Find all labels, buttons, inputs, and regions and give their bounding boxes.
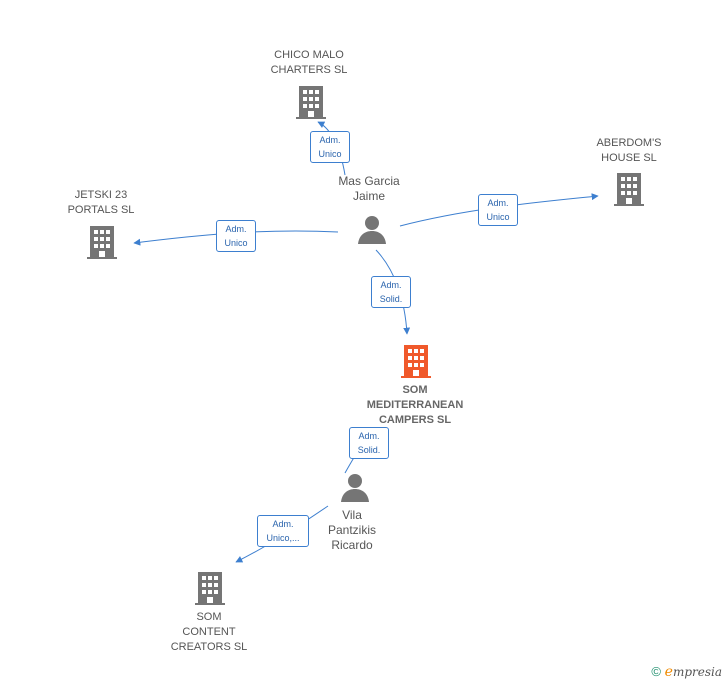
role-badge-line: Adm. — [487, 198, 509, 208]
role-badge-line: Solid. — [357, 445, 381, 455]
company-label-focus: SOM MEDITERRANEAN CAMPERS SL — [366, 384, 464, 426]
person-label: Vila Pantzikis Ricardo — [327, 508, 377, 552]
copyright-icon: © — [651, 664, 662, 679]
role-badge-line: Unico,... — [266, 533, 300, 543]
role-badge-line: Unico — [486, 212, 510, 222]
company-node-jetski[interactable]: JETSKI 23 PORTALS SL — [46, 188, 156, 218]
role-badge-som-med-bottom[interactable]: Adm. Solid. — [349, 427, 389, 459]
company-label: ABERDOM'S HOUSE SL — [596, 137, 662, 164]
company-label: CHICO MALO CHARTERS SL — [270, 49, 348, 76]
company-node-aberdoms[interactable]: ABERDOM'S HOUSE SL — [574, 136, 684, 166]
role-badge-line: Unico — [318, 149, 342, 159]
role-badge-line: Solid. — [379, 294, 403, 304]
company-label: SOM CONTENT CREATORS SL — [170, 611, 248, 653]
brand-logo-text: mpresia — [672, 665, 722, 679]
role-badge-line: Adm. — [358, 431, 380, 441]
company-node-chico-malo[interactable]: CHICO MALO CHARTERS SL — [254, 48, 364, 78]
building-icon — [87, 226, 117, 259]
person-node-vila[interactable]: Vila Pantzikis Ricardo — [300, 508, 404, 553]
role-badge-som-content[interactable]: Adm. Unico,... — [257, 515, 309, 547]
brand-logo-initial: e — [664, 664, 673, 680]
person-icon — [341, 474, 369, 502]
role-badge-chico[interactable]: Adm. Unico — [310, 131, 350, 163]
role-badge-aberdoms[interactable]: Adm. Unico — [478, 194, 518, 226]
role-badge-som-med-top[interactable]: Adm. Solid. — [371, 276, 411, 308]
role-badge-line: Adm. — [225, 224, 247, 234]
role-badge-line: Unico — [224, 238, 248, 248]
building-icon-focus — [401, 345, 431, 378]
footer-brand: © empresia — [651, 664, 722, 680]
role-badge-jetski[interactable]: Adm. Unico — [216, 220, 256, 252]
company-node-som-mediterranean[interactable]: SOM MEDITERRANEAN CAMPERS SL — [349, 383, 481, 428]
building-icon — [296, 86, 326, 119]
person-label: Mas Garcia Jaime — [338, 174, 400, 203]
company-label: JETSKI 23 PORTALS SL — [67, 189, 135, 216]
person-node-mas-garcia[interactable]: Mas Garcia Jaime — [314, 174, 424, 204]
role-badge-line: Adm. — [272, 519, 294, 529]
building-icon — [614, 173, 644, 206]
person-icon — [358, 216, 386, 244]
company-node-som-content[interactable]: SOM CONTENT CREATORS SL — [154, 610, 264, 655]
role-badge-line: Adm. — [319, 135, 341, 145]
building-icon — [195, 572, 225, 605]
role-badge-line: Adm. — [380, 280, 402, 290]
